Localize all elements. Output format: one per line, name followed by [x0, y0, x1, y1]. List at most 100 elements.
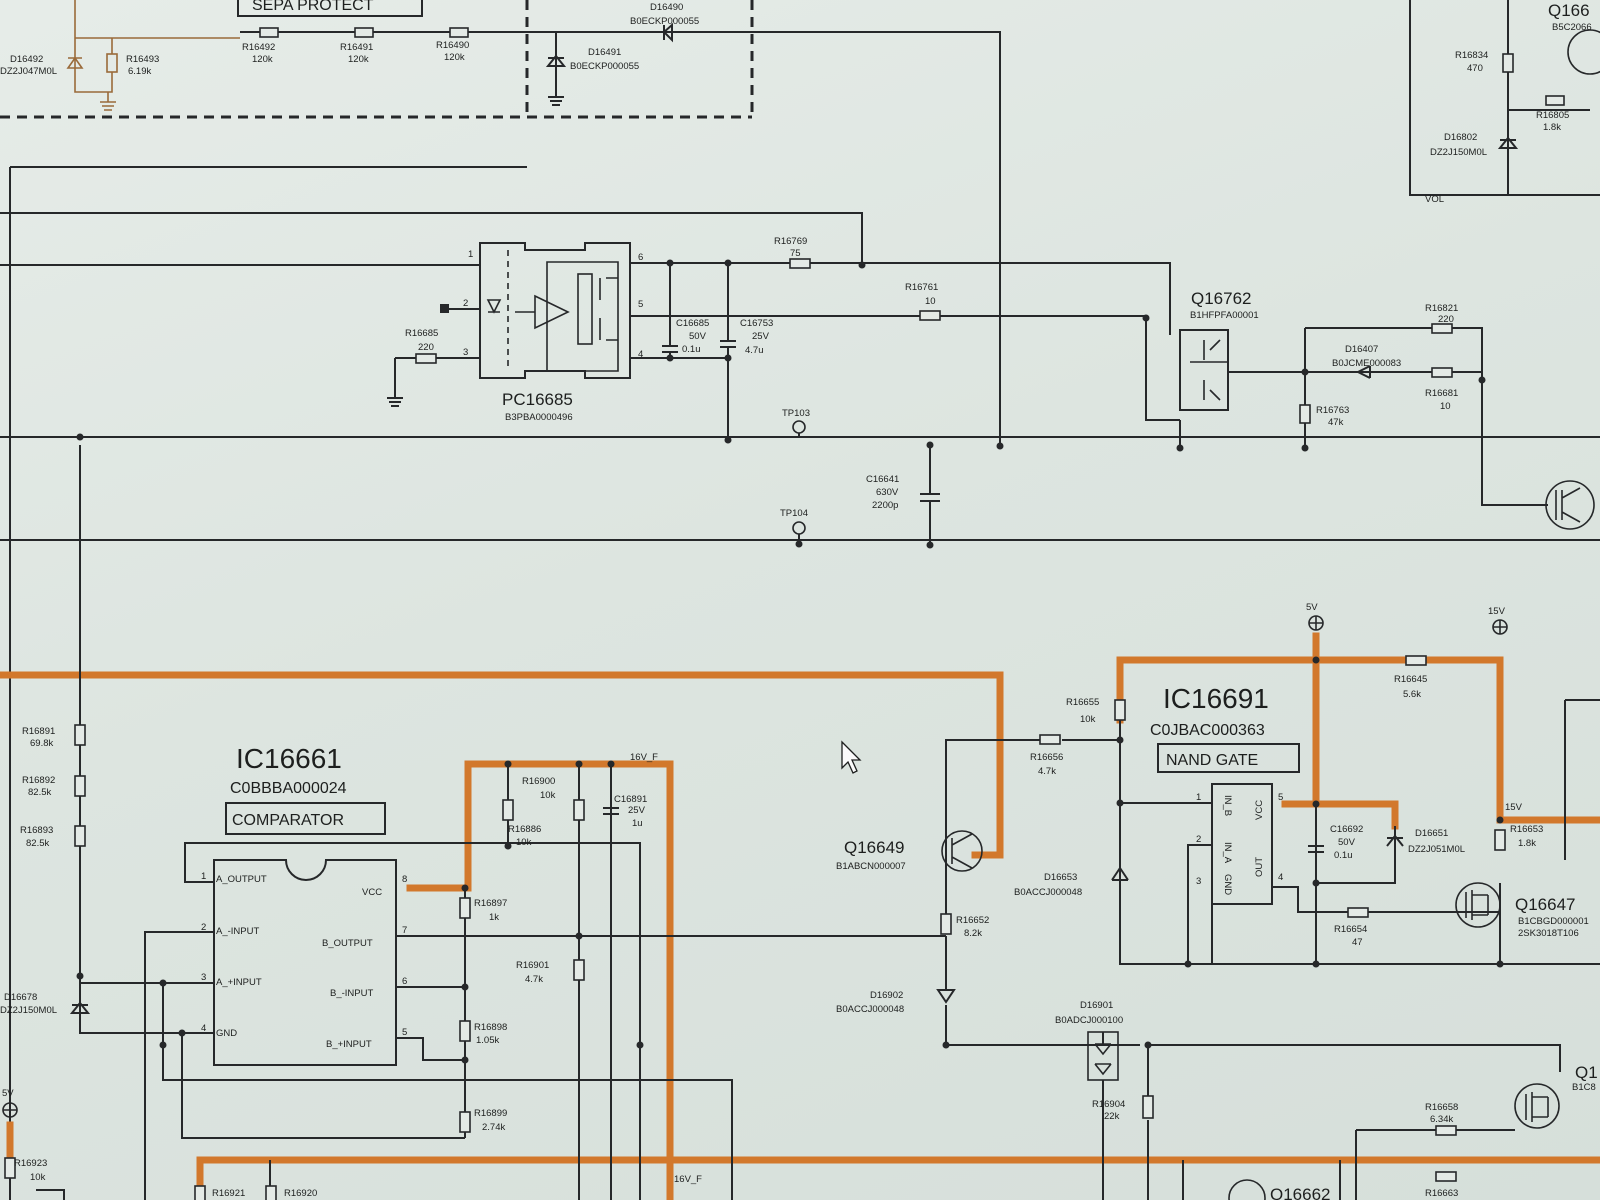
r16653-ref: R16653 [1510, 824, 1543, 835]
c16692-symbol [1308, 845, 1324, 853]
r16898-ref: R16898 [474, 1022, 507, 1033]
d16491-wire [548, 32, 564, 106]
tp104-label: TP104 [780, 508, 808, 519]
d16492-symbol [66, 56, 84, 69]
ic16661-pin8: 8 [402, 874, 407, 885]
pc16685-ref: PC16685 [502, 390, 573, 409]
ic16691-output-wires [1272, 804, 1501, 964]
ic16661-pin7: 7 [402, 925, 407, 936]
r16681-symbol [1431, 367, 1453, 378]
q16762-ref: Q16762 [1191, 289, 1252, 308]
r16834-ref: R16834 [1455, 50, 1488, 61]
bottom-left-wires [36, 1160, 271, 1200]
r16490-val: 120k [444, 52, 465, 63]
ic16661-vcc: VCC [362, 887, 382, 898]
ic16691-out: OUT [1254, 857, 1265, 877]
r16685-val: 220 [418, 342, 434, 353]
d16490-ref: D16490 [650, 2, 683, 13]
d16653-part: B0ACCJ000048 [1014, 887, 1082, 898]
pc16685-pin6: 6 [638, 252, 643, 263]
ic16661-gnd: GND [216, 1028, 237, 1039]
ic16691-gnd: GND [1222, 874, 1233, 895]
r16645-ref: R16645 [1394, 674, 1427, 685]
15v-supply-symbol [1492, 619, 1508, 635]
gate-network-wires [1304, 327, 1548, 506]
r16658-ref: R16658 [1425, 1102, 1458, 1113]
top-right-block-wires [1409, 0, 1600, 196]
r16492-val: 120k [252, 54, 273, 65]
d16492-ref: D16492 [10, 54, 43, 65]
ic16661-part: C0BBBA000024 [230, 780, 347, 797]
5v-left-supply-symbol [2, 1102, 18, 1118]
r16904-val: 22k [1104, 1111, 1120, 1122]
d16901-wires [1102, 1032, 1561, 1200]
r16923-symbol [4, 1157, 16, 1179]
q16649-wires [945, 739, 1140, 1046]
r16492-symbol [259, 27, 279, 38]
q16647-symbol [1455, 882, 1501, 928]
d16678-symbol [69, 1001, 91, 1014]
r16653-val: 1.8k [1518, 838, 1536, 849]
right-edge-wire [1564, 699, 1600, 860]
r16898-symbol [459, 1020, 471, 1042]
tp103-label: TP103 [782, 408, 810, 419]
r16834-val: 470 [1467, 63, 1483, 74]
pc16685-pin2-marker [440, 304, 449, 313]
r16904-ref: R16904 [1092, 1099, 1125, 1110]
r16656-val: 4.7k [1038, 766, 1056, 777]
pc16685-symbol [479, 242, 631, 379]
q-bottom-right-part: B1C8 [1572, 1082, 1596, 1093]
q16762-symbol [1179, 329, 1229, 411]
15v-net-label-2: 15V [1505, 802, 1523, 813]
d16902-symbol [936, 989, 956, 1004]
vol-net-label: VOL [1425, 194, 1444, 205]
r16893-val: 82.5k [26, 838, 49, 849]
d16490-symbol [662, 22, 673, 43]
r16891-val: 69.8k [30, 738, 53, 749]
r16493-val: 6.19k [128, 66, 151, 77]
ic16661-pin1: 1 [201, 871, 206, 882]
r16663-ref: R16663 [1425, 1188, 1458, 1199]
r16891-symbol [74, 724, 86, 746]
orange-trace-main [0, 671, 1004, 859]
16vf-net-label: 16V_F [630, 752, 658, 763]
r16655-ref: R16655 [1066, 697, 1099, 708]
a-plus-wire [162, 982, 733, 1200]
r16899-val: 2.74k [482, 1122, 505, 1133]
r16681-val: 10 [1440, 401, 1451, 412]
ic16691-func: NAND GATE [1166, 752, 1258, 769]
q-bottom-mid-ref: Q16662 [1270, 1185, 1331, 1200]
ic16661-a-plus: A_+INPUT [216, 977, 262, 988]
d16407-part: B0JCME000083 [1332, 358, 1401, 369]
pc16685-pin4: 4 [638, 349, 643, 360]
ic16661-pin3: 3 [201, 972, 206, 983]
c16692-val: 0.1u [1334, 850, 1353, 861]
r16892-ref: R16892 [22, 775, 55, 786]
r16763-ref: R16763 [1316, 405, 1349, 416]
d16651-ref: D16651 [1415, 828, 1448, 839]
r16893-ref: R16893 [20, 825, 53, 836]
d16678-ref: D16678 [4, 992, 37, 1003]
d16901-ref: D16901 [1080, 1000, 1113, 1011]
r16654-val: 47 [1352, 937, 1363, 948]
orange-trace-bottom [196, 1156, 1600, 1200]
q16647-part1: B1CBGD000001 [1518, 916, 1589, 927]
r16886-val: 10k [516, 837, 532, 848]
tp104-symbol[interactable] [792, 521, 806, 535]
c16753-ref: C16753 [740, 318, 773, 329]
q-top-right-symbol [1567, 29, 1600, 75]
main-rails [0, 212, 1600, 541]
tp103-symbol[interactable] [792, 420, 806, 434]
r16658-symbol [1435, 1125, 1457, 1136]
c16692-ref: C16692 [1330, 824, 1363, 835]
r16899-ref: R16899 [474, 1108, 507, 1119]
pc16685-pin3: 3 [463, 347, 468, 358]
ic16691-pin3: 3 [1196, 876, 1201, 887]
ic16691-vcc: VCC [1254, 800, 1265, 820]
ic16661-func: COMPARATOR [232, 812, 344, 829]
q16762-wires [1145, 316, 1305, 448]
ic16661-pin4: 4 [201, 1023, 206, 1034]
c16685-ref: C16685 [676, 318, 709, 329]
r16490-ref: R16490 [436, 40, 469, 51]
